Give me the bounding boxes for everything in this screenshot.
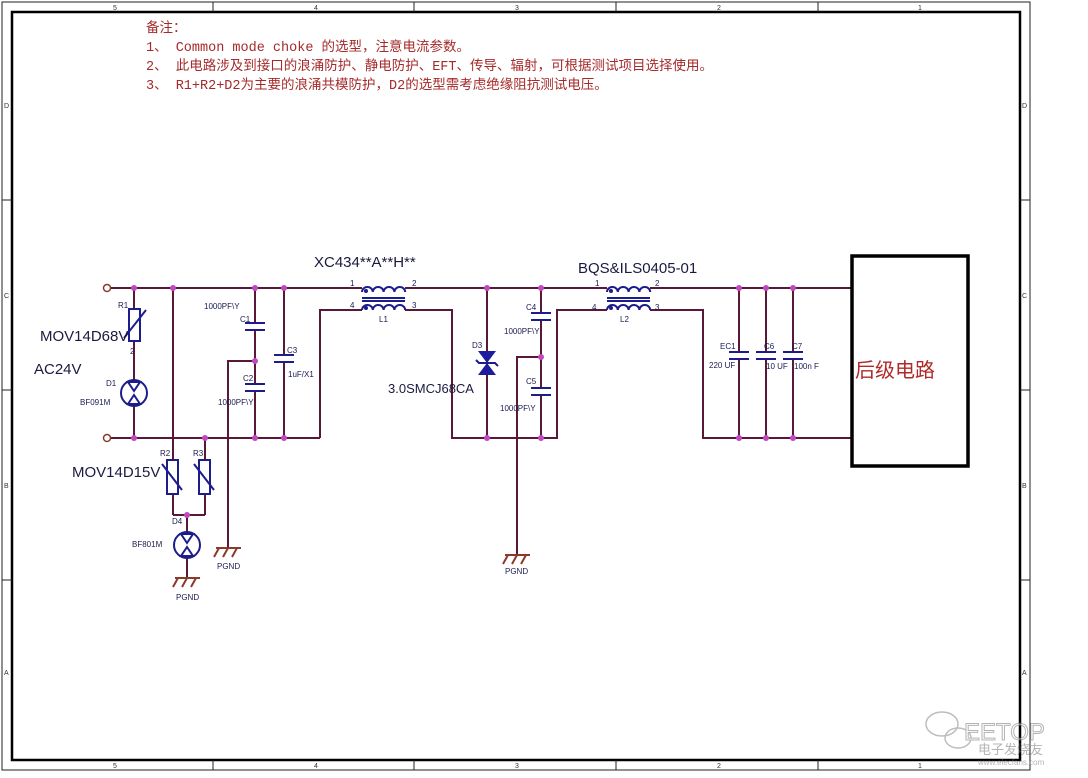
d3-value: 3.0SMCJ68CA [388,381,474,396]
varistor-r1: R1 2 MOV14D68V [40,301,147,356]
zone-row-c: C [4,293,9,300]
d1-value: BF091M [80,398,111,407]
wechat-icon [925,711,959,737]
l1-ref: L1 [379,315,388,324]
watermark-logo: EETOP 电子发烧友 www.elecfans.com [925,711,1045,767]
l1-pin2: 2 [412,279,417,288]
ec1-value: 220 UF [709,361,735,370]
ec1-ref: EC1 [720,342,736,351]
zone-col-5-bottom: 5 [113,763,117,770]
zone-col-1-bottom: 1 [918,763,922,770]
zone-row-d: D [4,103,9,110]
zone-col-3-bottom: 3 [515,763,519,770]
c7-ref: C7 [792,342,803,351]
gnd-label-1: PGND [176,593,199,602]
l2-ref: L2 [620,315,629,324]
l2-pin3: 3 [655,303,660,312]
input-terminal-l [102,283,112,293]
c1-ref: C1 [240,315,251,324]
c3-value: 1uF/X1 [288,370,314,379]
zone-col-4-bottom: 4 [314,763,318,770]
l1-pin4: 4 [350,301,355,310]
capacitor-c5: C5 1000PF\Y [500,377,552,413]
junction-nodes [102,283,796,518]
c5-ref: C5 [526,377,537,386]
c2-ref: C2 [243,374,254,383]
zone-col-1: 1 [918,5,922,12]
c6-ref: C6 [764,342,775,351]
d1-ref: D1 [106,379,117,388]
note-line-2: 2、 此电路涉及到接口的浪涌防护、静电防护、EFT、传导、辐射，可根据测试项目选… [146,57,713,75]
watermark-sub: 电子发烧友 [978,742,1043,758]
c1-value: 1000PF\Y [204,302,240,311]
l2-pin2: 2 [655,279,660,288]
note-line-1: 1、 Common mode choke 的选型，注意电流参数。 [146,38,470,56]
l2-pin1: 1 [595,279,600,288]
zone-row-a-right: A [1022,670,1027,677]
l1-part: XC434**A**H** [314,254,416,271]
l1-pin1: 1 [350,279,355,288]
r3-ref: R3 [193,449,204,458]
varistor-r3: R3 [193,449,215,495]
gas-discharge-tube-d4: D4 BF801M [132,517,201,559]
capacitor-ec1: EC1 220 UF [709,342,750,370]
zone-row-b-right: B [1022,483,1027,490]
d4-value: BF801M [132,540,163,549]
input-terminal-n [102,433,112,443]
tvs-diode-d3: D3 3.0SMCJ68CA [388,341,499,396]
ground-symbol-3: PGND [502,554,530,576]
l1-pin3: 3 [412,301,417,310]
zone-col-3: 3 [515,5,519,12]
input-label: AC24V [34,361,82,378]
capacitor-c4: C4 1000PF\Y [504,303,552,336]
r2-ref: R2 [160,449,171,458]
r1-value: MOV14D68V [40,328,128,345]
gnd-label-3: PGND [505,567,528,576]
c2-value: 1000PF\Y [218,398,254,407]
zone-row-d-right: D [1022,103,1027,110]
d4-ref: D4 [172,517,183,526]
varistor-r2: R2 MOV14D15V [72,449,183,495]
notes-title: 备注： [146,19,187,37]
common-mode-choke-l1: 1 2 3 4 L1 XC434**A**H** [314,254,417,324]
l2-pin4: 4 [592,303,597,312]
zone-row-c-right: C [1022,293,1027,300]
zone-row-b: B [4,483,9,490]
ground-symbol-2: PGND [213,547,241,571]
r2-value: MOV14D15V [72,464,160,481]
load-block: 后级电路 [850,254,970,468]
gas-discharge-tube-d1: D1 BF091M [80,379,148,407]
r1-pin: 2 [130,347,135,356]
capacitor-c7: C7 100n F [782,342,819,371]
c5-value: 1000PF\Y [500,404,536,413]
d3-ref: D3 [472,341,483,350]
capacitor-c1: C1 1000PF\Y [204,302,266,331]
c3-ref: C3 [287,346,298,355]
gnd-label-2: PGND [217,562,240,571]
common-mode-choke-l2: 1 2 3 4 L2 BQS&ILS0405-01 [578,260,697,324]
note-line-3: 3、 R1+R2+D2为主要的浪涌共模防护，D2的选型需考虑绝缘阻抗测试电压。 [146,77,608,94]
r1-ref: R1 [118,301,129,310]
zone-col-2-bottom: 2 [717,763,721,770]
zone-col-2: 2 [717,5,721,12]
c6-value: 10 UF [766,362,788,371]
wires [111,287,851,578]
l2-part: BQS&ILS0405-01 [578,260,697,277]
zone-col-4: 4 [314,5,318,12]
sheet-frame: 5 4 3 2 1 5 4 3 2 1 D C B A D C B A [1,1,1031,771]
watermark-brand: EETOP [964,719,1045,746]
capacitor-c3: C3 1uF/X1 [273,346,314,379]
c7-value: 100n F [794,362,819,371]
ground-symbol-1: PGND [172,577,200,602]
notes-block: 备注： 1、 Common mode choke 的选型，注意电流参数。 2、 … [146,19,713,94]
load-block-label: 后级电路 [855,358,935,382]
capacitor-c2: C2 1000PF\Y [218,374,266,407]
capacitor-c6: C6 10 UF [755,342,788,371]
zone-col-5: 5 [113,5,117,12]
c4-value: 1000PF\Y [504,327,540,336]
watermark-url: www.elecfans.com [977,758,1045,767]
zone-row-a: A [4,670,9,677]
c4-ref: C4 [526,303,537,312]
